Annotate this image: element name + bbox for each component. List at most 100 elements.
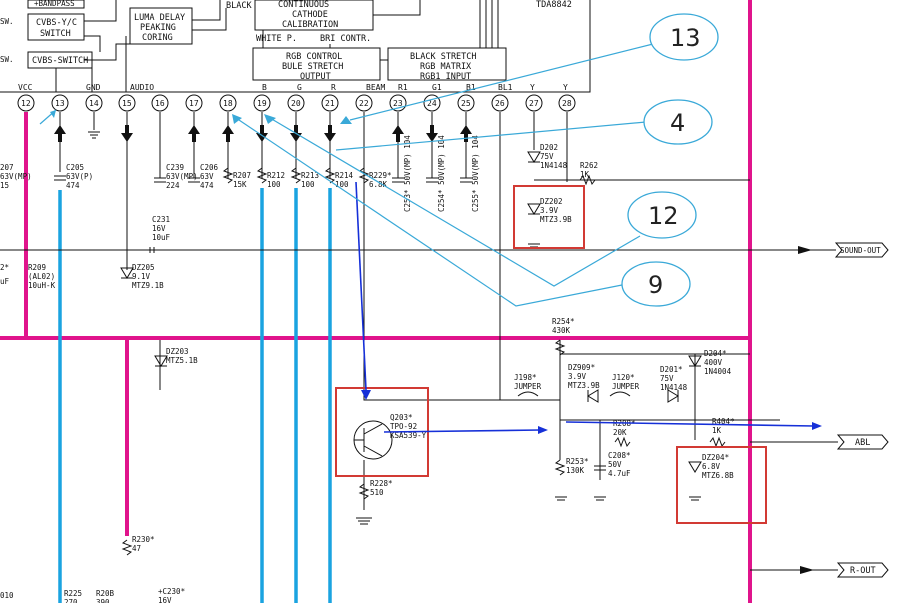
label-r253-0: R253* <box>566 457 589 466</box>
sound-out-label: SOUND-OUT <box>840 246 881 255</box>
pin-circle-21 <box>321 94 339 112</box>
label-j120-0: J120* <box>612 373 635 382</box>
label-c208-1: 50V <box>608 460 622 469</box>
resistor-r214 <box>324 167 336 184</box>
pin-number-19: 19 <box>257 99 267 108</box>
pin-arrow-1 <box>121 125 133 142</box>
label-r230-0: R230* <box>132 535 155 544</box>
callout-bubble-9 <box>621 261 691 307</box>
label-dz203-1: MTZ5.1B <box>166 356 198 365</box>
pin-circle-12 <box>17 94 35 112</box>
black-label: BLACK <box>226 1 252 11</box>
label-left-r207-2: 15 <box>0 181 9 190</box>
label-c231-2: 10uF <box>152 233 171 242</box>
label-d201-2: 1N4148 <box>660 383 688 392</box>
zener-dz202 <box>527 203 541 215</box>
cvbs-yc-label-1: CVBS-Y/C <box>36 18 77 28</box>
capacitors-c253-c255 <box>392 177 472 183</box>
cvbs-yc-label-2: SWITCH <box>40 29 71 39</box>
label-c206-2: 474 <box>200 181 214 190</box>
bs-label-1: BLACK STRETCH <box>410 52 477 62</box>
pin-number-13: 13 <box>55 99 65 108</box>
signal-traces <box>58 188 332 603</box>
label-c206-1: 63V <box>200 172 214 181</box>
ic-internal-wires-2 <box>55 30 331 92</box>
label-dz205-1: 9.1V <box>132 272 151 281</box>
pin-circle-15 <box>118 94 136 112</box>
cathode-label-1: CONTINUOUS <box>278 0 329 10</box>
label-q203-1: TPO-92 <box>390 422 417 431</box>
pin-label-y1: Y <box>530 83 535 92</box>
pin-number-20: 20 <box>291 99 301 108</box>
resistor-r207 <box>222 167 234 184</box>
left-sw-label-2: SW. <box>0 55 14 64</box>
label-c206-0: C206 <box>200 163 219 172</box>
jumper-j120 <box>609 391 631 397</box>
label-dz202-0: DZ202 <box>540 197 563 206</box>
pin-number-18: 18 <box>223 99 233 108</box>
pin-arrow-0 <box>54 125 66 142</box>
diode-d201 <box>667 389 679 403</box>
resistor-r213 <box>290 167 302 184</box>
callout-arrowhead-9 <box>232 114 242 124</box>
pin-drop-wires <box>59 112 568 400</box>
resistor-r262 <box>579 174 596 186</box>
label-c208-0: C208* <box>608 451 631 460</box>
label-r253-1: 130K <box>566 466 585 475</box>
label-dz909-1: 3.9V <box>568 372 587 381</box>
pin-number-21: 21 <box>325 99 335 108</box>
pin-label-vcc: VCC <box>18 83 33 92</box>
callout-bubble-4 <box>643 99 713 145</box>
label-c239-0: C239 <box>166 163 184 172</box>
label-rot-c253: C253* 50V(MP) 104 <box>403 135 412 212</box>
label-r262-1: 1K <box>580 170 590 179</box>
blue-arrowhead-3 <box>812 422 822 430</box>
pin-circle-17 <box>185 94 203 112</box>
pin-label-audio: AUDIO <box>130 83 154 92</box>
transistor-q203-leads <box>354 423 383 457</box>
pin-arrow-2 <box>188 125 200 142</box>
ic-block-area: +BANDPASS CVBS-Y/C SWITCH CVBS-SWITCH SW… <box>0 0 591 93</box>
resistor-r228 <box>358 483 370 500</box>
callout-13: 13 <box>670 24 701 52</box>
capacitor-c208 <box>594 465 606 471</box>
cvbs-switch-label: CVBS-SWITCH <box>32 56 88 66</box>
bs-label-3: RGB1 INPUT <box>420 72 471 82</box>
label-q203-0: Q203* <box>390 413 413 422</box>
label-d202-2: 1N4148 <box>540 161 568 170</box>
blue-arrowhead-2 <box>538 426 548 434</box>
capacitor-c239 <box>154 177 166 183</box>
label-r209-2: 10uH-K <box>28 281 56 290</box>
pin-arrow-8 <box>426 125 438 142</box>
pin-circle-28 <box>558 94 576 112</box>
label-dz204-0: DZ204* <box>702 453 729 462</box>
zener-dz909 <box>587 389 599 403</box>
pin-circle-24 <box>423 94 441 112</box>
pin-number-17: 17 <box>189 99 199 108</box>
zener-dz205 <box>120 267 134 279</box>
label-left-uf-0: 2* <box>0 263 9 272</box>
callout-line-9 <box>235 117 623 307</box>
pin-label-r1: R1 <box>398 83 408 92</box>
label-r213-0: R213 <box>301 171 319 180</box>
sound-out-connector[interactable] <box>834 242 889 258</box>
connectors: SOUND-OUT ABL R-OUT <box>798 242 889 578</box>
label-r229-1: 6.8K <box>369 180 388 189</box>
r-out-connector[interactable] <box>836 562 889 578</box>
highlight-dz204 <box>676 446 767 524</box>
label-r404-1: 1K <box>712 426 722 435</box>
r-out-label: R-OUT <box>850 566 876 576</box>
label-d204-2: 1N4004 <box>704 367 732 376</box>
zener-dz204 <box>688 461 702 473</box>
abl-connector[interactable] <box>836 434 889 450</box>
blue-arrows <box>355 181 822 434</box>
label-c231-1: 16V <box>152 224 166 233</box>
label-r20b-1: 390 <box>96 598 110 603</box>
pin-circle-13 <box>51 94 69 112</box>
pin-circle-22 <box>355 94 373 112</box>
pin-label-b: B <box>262 83 267 92</box>
pin-label-g1: G1 <box>432 83 442 92</box>
pin-arrow-6 <box>324 125 336 142</box>
